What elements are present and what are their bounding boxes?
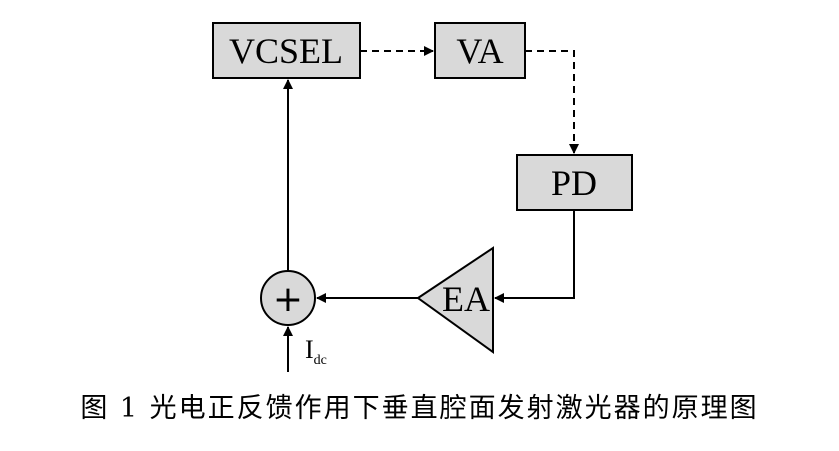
pd-label: PD xyxy=(551,163,597,203)
va-block: VA xyxy=(434,22,526,79)
pd-block: PD xyxy=(516,154,633,211)
figure-caption: 图 1 光电正反馈作用下垂直腔面发射激光器的原理图 xyxy=(80,393,759,424)
idc-main: I xyxy=(305,335,314,364)
vcsel-block: VCSEL xyxy=(212,22,361,79)
arrow-pd-to-ea xyxy=(494,210,575,303)
idc-label: Idc xyxy=(305,335,327,368)
summing-junction: + xyxy=(260,270,316,326)
vcsel-label: VCSEL xyxy=(229,31,343,71)
ea-amplifier: EA xyxy=(416,246,494,354)
idc-subscript: dc xyxy=(314,353,327,368)
plus-sign: + xyxy=(273,279,303,320)
va-label: VA xyxy=(456,31,503,71)
arrow-va-to-pd xyxy=(525,50,579,154)
ea-label: EA xyxy=(442,279,490,319)
